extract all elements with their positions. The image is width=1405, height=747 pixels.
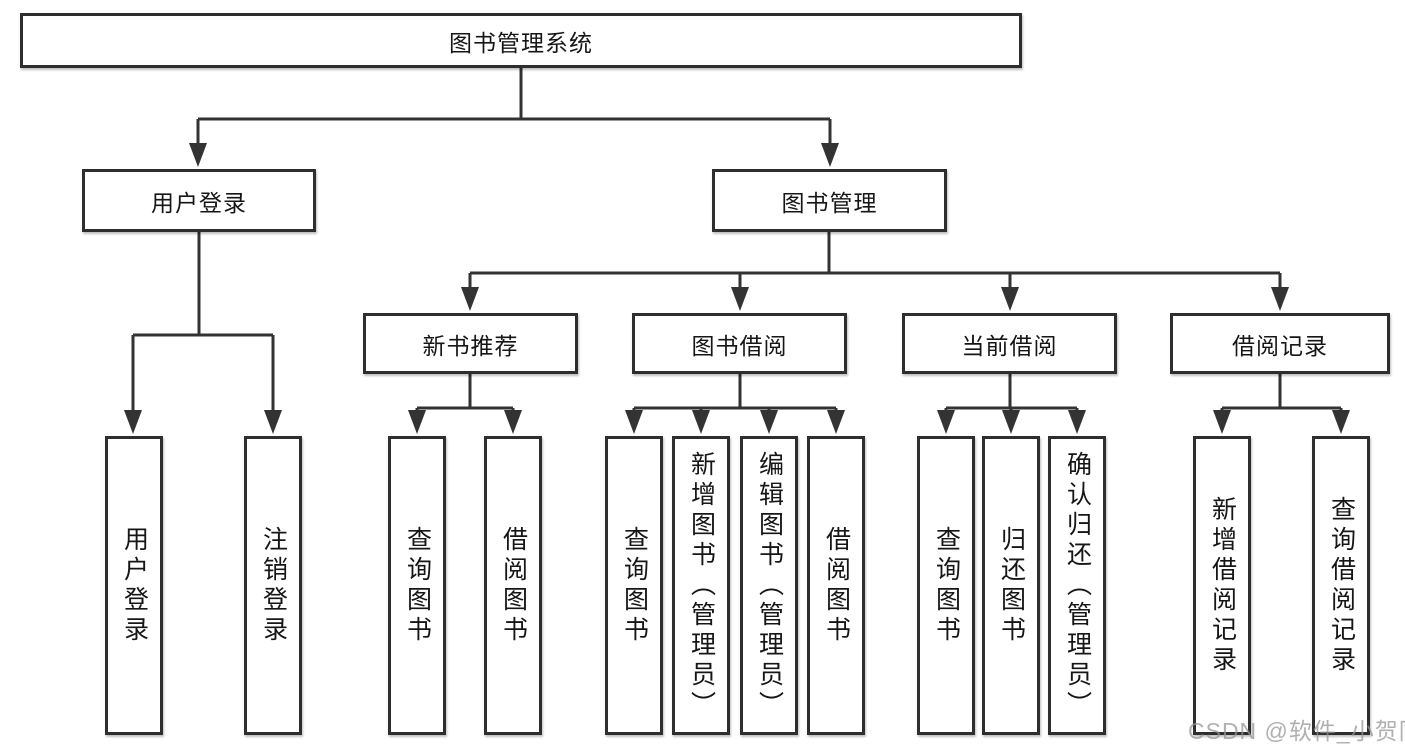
leaf-borrow-query: 查询图书: [605, 436, 663, 735]
leaf-current-confirm-admin: 确认归还（管理员）: [1048, 436, 1106, 735]
node-book-mgmt: 图书管理: [712, 169, 947, 232]
leaf-records-query: 查询借阅记录: [1312, 436, 1370, 735]
node-borrow-records: 借阅记录: [1170, 313, 1390, 374]
leaf-current-query: 查询图书: [917, 436, 975, 735]
node-root: 图书管理系统: [20, 13, 1022, 68]
leaf-borrow-edit-admin: 编辑图书（管理员）: [740, 436, 798, 735]
leaf-current-query-label: 查询图书: [932, 525, 961, 646]
leaf-newbooks-query-label: 查询图书: [403, 525, 432, 646]
leaf-user-login-label: 用户登录: [120, 525, 149, 646]
leaf-current-return-label: 归还图书: [997, 525, 1026, 646]
node-book-mgmt-label: 图书管理: [781, 189, 878, 216]
node-book-borrow-label: 图书借阅: [691, 332, 788, 359]
leaf-current-return: 归还图书: [982, 436, 1040, 735]
connector-current-borrow-to-leaves: [937, 374, 1086, 434]
connector-user-login-to-leaves: [124, 232, 282, 434]
leaf-borrow-add-admin-label: 新增图书（管理员）: [687, 450, 716, 721]
csdn-watermark: CSDN @软件_小贺同学: [1188, 718, 1405, 744]
node-current-borrow-label: 当前借阅: [961, 332, 1058, 359]
leaf-borrow-edit-admin-label: 编辑图书（管理员）: [755, 450, 784, 721]
leaf-borrow-query-label: 查询图书: [620, 525, 649, 646]
leaf-borrow-borrow: 借阅图书: [807, 436, 865, 735]
node-user-login: 用户登录: [82, 169, 316, 232]
leaf-current-confirm-admin-label: 确认归还（管理员）: [1063, 450, 1092, 721]
connector-borrow-records-to-leaves: [1213, 374, 1350, 434]
leaf-borrow-add-admin: 新增图书（管理员）: [672, 436, 730, 735]
node-new-books-label: 新书推荐: [422, 332, 519, 359]
connector-root-to-level2: [189, 68, 839, 167]
leaf-borrow-borrow-label: 借阅图书: [822, 525, 851, 646]
node-user-login-label: 用户登录: [151, 189, 247, 216]
node-new-books: 新书推荐: [363, 313, 578, 374]
leaf-records-query-label: 查询借阅记录: [1327, 495, 1356, 676]
leaf-logout: 注销登录: [244, 436, 302, 735]
connector-book-borrow-to-leaves: [625, 374, 845, 434]
leaf-records-add: 新增借阅记录: [1193, 436, 1251, 735]
node-root-label: 图书管理系统: [449, 29, 593, 56]
leaf-records-add-label: 新增借阅记录: [1208, 495, 1237, 676]
connector-book-mgmt-to-level3: [461, 232, 1289, 311]
leaf-logout-label: 注销登录: [259, 525, 288, 646]
node-book-borrow: 图书借阅: [632, 313, 847, 374]
node-borrow-records-label: 借阅记录: [1232, 332, 1328, 359]
leaf-newbooks-borrow-label: 借阅图书: [499, 525, 528, 646]
node-current-borrow: 当前借阅: [902, 313, 1117, 374]
leaf-newbooks-query: 查询图书: [388, 436, 446, 735]
connector-new-books-to-leaves: [408, 374, 522, 434]
leaf-newbooks-borrow: 借阅图书: [484, 436, 542, 735]
leaf-user-login: 用户登录: [105, 436, 163, 735]
